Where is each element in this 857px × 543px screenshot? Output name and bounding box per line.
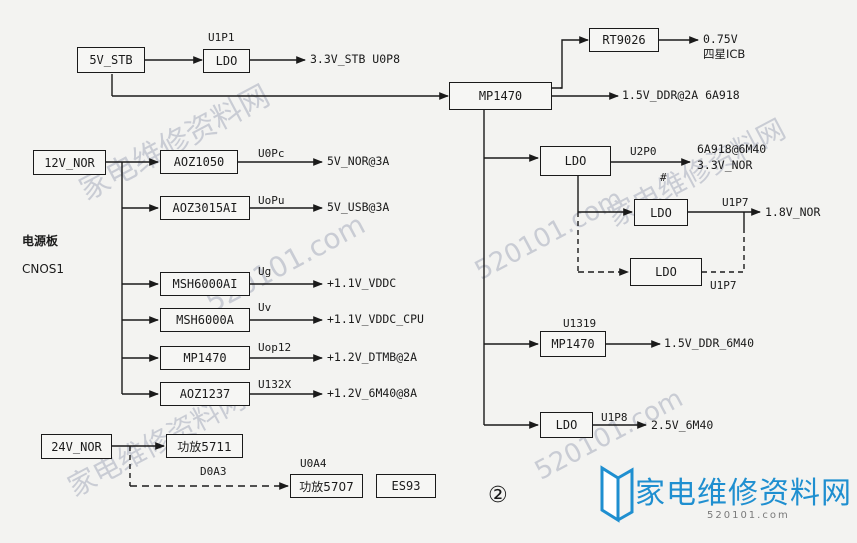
refdes-label: Uv xyxy=(258,301,272,314)
output-rail-label: 0.75V xyxy=(703,32,738,46)
output-rail-label: 1.8V_NOR xyxy=(765,205,821,219)
board-label: 电源板 xyxy=(22,234,59,248)
refdes-label: Uop12 xyxy=(258,341,292,354)
refdes-label: UoPu xyxy=(258,194,285,207)
block-aoz3015ai: AOZ3015AI xyxy=(160,196,250,220)
block-ldo-u1p8: LDO xyxy=(540,412,593,438)
input-5v-stb: 5V_STB xyxy=(77,47,145,73)
output-rail-label: 5V_USB@3A xyxy=(327,200,390,214)
refdes-label: U0Pc xyxy=(258,147,285,160)
output-rail-label: 四星ICB xyxy=(703,47,746,61)
output-rail-label: +1.2V_DTMB@2A xyxy=(327,350,418,364)
refdes-label: U1319 xyxy=(563,317,597,330)
input-24v-nor: 24V_NOR xyxy=(41,434,112,459)
output-rail-label: 3.3V_NOR xyxy=(697,158,753,172)
block-ldo-u2p0: LDO xyxy=(540,146,611,176)
refdes-label: # xyxy=(660,171,667,184)
block-amp5711: 功放5711 xyxy=(166,434,243,458)
output-rail-label: 6A918@6M40 xyxy=(697,142,767,156)
block-msh6000ai: MSH6000AI xyxy=(160,272,250,296)
output-rail-label: 1.5V_DDR@2A 6A918 xyxy=(622,88,740,102)
output-rail-label: 2.5V_6M40 xyxy=(651,418,714,432)
block-mp1470-u1319: MP1470 xyxy=(540,331,606,357)
block-aoz1237: AOZ1237 xyxy=(160,382,250,406)
block-msh6000a: MSH6000A xyxy=(160,308,250,332)
refdes-label: U1P7 xyxy=(710,279,737,292)
logo-domain: 520101.com xyxy=(707,510,790,521)
block-ldo-u1p7-a: LDO xyxy=(634,199,688,226)
refdes-label: U1P1 xyxy=(208,31,235,44)
output-rail-label: 1.5V_DDR_6M40 xyxy=(664,336,755,350)
output-rail-label: 5V_NOR@3A xyxy=(327,154,390,168)
block-mp1470-u0p12: MP1470 xyxy=(160,346,250,370)
refdes-label: U2P0 xyxy=(630,145,657,158)
block-rt9026: RT9026 xyxy=(589,28,659,52)
refdes-label: Ug xyxy=(258,265,272,278)
wire xyxy=(552,36,589,89)
input-12v-nor: 12V_NOR xyxy=(33,150,106,175)
output-rail-label: +1.2V_6M40@8A xyxy=(327,386,418,400)
refdes-label: U0A4 xyxy=(300,457,327,470)
block-mp1470-main: MP1470 xyxy=(449,82,552,110)
figure-number: ② xyxy=(488,483,508,508)
logo-text: 家电维修资料网 xyxy=(635,476,852,511)
refdes-label: U132X xyxy=(258,378,292,391)
block-ldo-u1p7-b: LDO xyxy=(630,258,702,286)
block-es93: ES93 xyxy=(376,474,436,498)
connector-label: CNOS1 xyxy=(22,262,65,276)
refdes-label: U1P7 xyxy=(722,196,749,209)
block-amp5707: 功放5707 xyxy=(290,474,363,498)
block-aoz1050: AOZ1050 xyxy=(160,150,238,174)
output-rail-label: 3.3V_STB U0P8 xyxy=(310,52,401,66)
block-ldo-u1p1: LDO xyxy=(203,49,250,73)
output-rail-label: +1.1V_VDDC_CPU xyxy=(327,312,424,326)
refdes-label: U1P8 xyxy=(601,411,628,424)
site-logo-icon xyxy=(600,465,634,523)
refdes-label: D0A3 xyxy=(200,465,227,478)
output-rail-label: +1.1V_VDDC xyxy=(327,276,397,290)
